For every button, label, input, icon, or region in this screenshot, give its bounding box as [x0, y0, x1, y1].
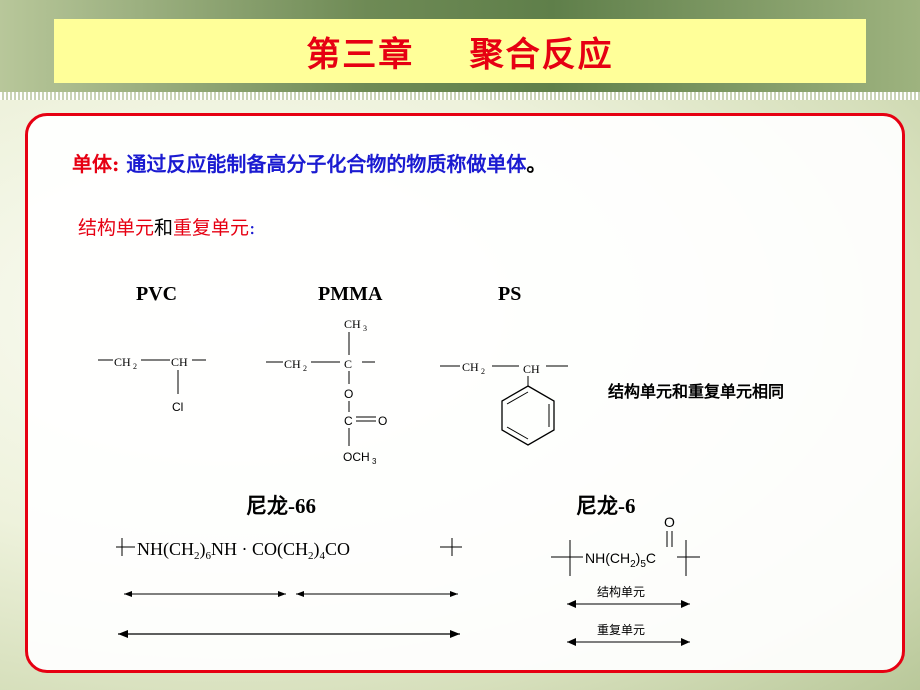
ps-ch2: CH	[462, 360, 479, 374]
unit-subheading: 结构单元和重复单元:	[78, 213, 255, 240]
nylon66-formula: NH(CH2)6NH · CO(CH2)4CO	[137, 539, 350, 562]
pmma-ch3: CH	[344, 317, 361, 331]
nylon6-label: 尼龙-6	[576, 494, 636, 518]
same-unit-note: 结构单元和重复单元相同	[608, 382, 785, 401]
nylon66-label: 尼龙-66	[246, 494, 316, 518]
monomer-definition: 单体: 通过反应能制备高分子化合物的物质称做单体。	[72, 148, 546, 177]
nylon66-structure: NH(CH2)6NH · CO(CH2)4CO	[116, 538, 462, 638]
subheading-colon: :	[249, 217, 256, 239]
subheading-and: 和	[154, 217, 174, 239]
pvc-ch2: CH	[114, 355, 131, 369]
pmma-c: C	[344, 357, 352, 371]
pvc-ch: CH	[171, 355, 188, 369]
pvc-label: PVC	[136, 283, 178, 305]
title-box: 第三章 聚合反应	[54, 19, 866, 83]
svg-text:2: 2	[303, 364, 307, 373]
pmma-c2: C	[344, 414, 353, 428]
nylon6-formula: NH(CH2)5C	[585, 550, 656, 570]
svg-text:3: 3	[363, 324, 367, 333]
definition-text: 通过反应能制备高分子化合物的物质称做单体	[126, 152, 527, 176]
svg-text:3: 3	[372, 457, 377, 466]
content-panel	[25, 113, 905, 673]
pmma-label: PMMA	[318, 283, 383, 305]
subheading-repeat: 重复单元	[173, 217, 250, 239]
nylon6-structure: O NH(CH2)5C 结构单元 重复单元	[551, 514, 700, 646]
svg-text:2: 2	[481, 367, 485, 376]
definition-end: 。	[526, 152, 547, 176]
definition-colon: :	[112, 152, 120, 176]
pmma-ch2: CH	[284, 357, 301, 371]
structural-unit-label: 结构单元	[597, 584, 645, 599]
header-stripe	[0, 92, 920, 100]
page-title: 第三章 聚合反应	[306, 34, 614, 75]
repeat-unit-label: 重复单元	[597, 623, 645, 637]
pmma-o: O	[344, 387, 353, 401]
ps-ch: CH	[523, 362, 540, 376]
svg-text:2: 2	[133, 362, 137, 371]
pvc-cl: Cl	[172, 400, 183, 414]
subheading-structural: 结构单元	[78, 217, 155, 239]
pmma-och3: OCH	[343, 450, 370, 464]
pmma-o2: O	[378, 414, 387, 428]
definition-term: 单体	[72, 152, 112, 176]
ps-label: PS	[498, 283, 522, 305]
nylon6-o: O	[664, 514, 675, 530]
